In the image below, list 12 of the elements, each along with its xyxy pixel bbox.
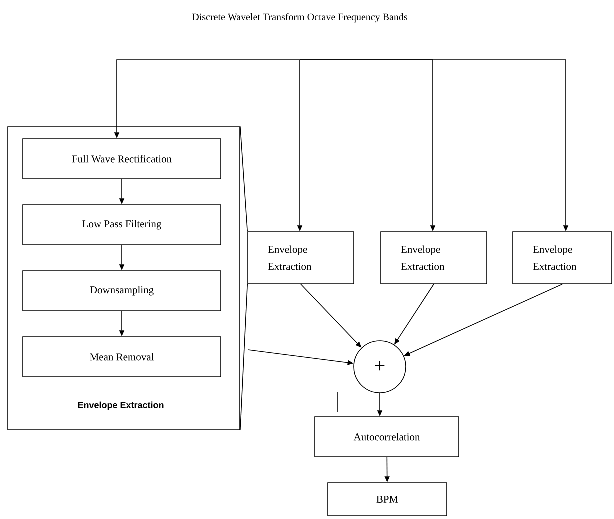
process-box: Envelope Extraction — [380, 232, 488, 284]
process-box: Envelope Extraction — [512, 232, 612, 284]
process-box: Full Wave Rectification — [22, 138, 222, 180]
title: Discrete Wavelet Transform Octave Frequency Bands — [192, 13, 408, 23]
process-box: Downsampling — [22, 270, 222, 312]
connector-line — [240, 284, 248, 431]
process-box: BPM — [328, 482, 448, 516]
connector-line — [240, 126, 248, 232]
process-box: Autocorrelation — [314, 416, 460, 458]
process-box: Envelope Extraction — [248, 232, 354, 284]
process-box: Low Pass Filtering — [22, 204, 222, 246]
process-box: Mean Removal — [22, 336, 222, 378]
